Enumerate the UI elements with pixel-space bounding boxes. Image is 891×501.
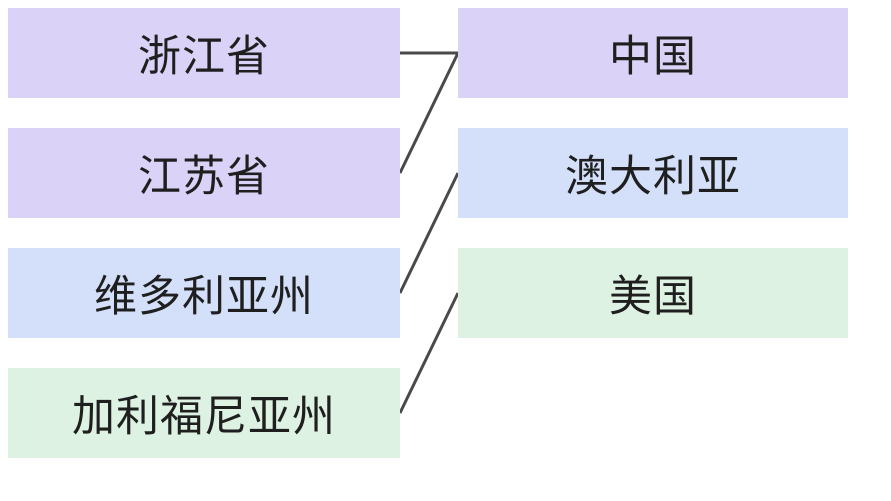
right-item-china[interactable]: 中国 xyxy=(458,8,848,98)
connection-line xyxy=(398,292,460,414)
left-item-jiangsu-province[interactable]: 江苏省 xyxy=(8,128,400,218)
left-item-label: 江苏省 xyxy=(138,153,270,201)
right-item-usa[interactable]: 美国 xyxy=(458,248,848,338)
left-item-victoria-state[interactable]: 维多利亚州 xyxy=(8,248,400,338)
connection-line xyxy=(398,172,460,294)
right-item-label: 中国 xyxy=(609,33,697,81)
connection-line xyxy=(398,52,460,174)
left-item-label: 浙江省 xyxy=(138,33,270,81)
left-item-label: 加利福尼亚州 xyxy=(72,393,336,441)
right-item-label: 澳大利亚 xyxy=(565,153,741,201)
left-item-california-state[interactable]: 加利福尼亚州 xyxy=(8,368,400,458)
left-item-label: 维多利亚州 xyxy=(94,273,314,321)
right-item-label: 美国 xyxy=(609,273,697,321)
left-item-zhejiang-province[interactable]: 浙江省 xyxy=(8,8,400,98)
right-item-australia[interactable]: 澳大利亚 xyxy=(458,128,848,218)
